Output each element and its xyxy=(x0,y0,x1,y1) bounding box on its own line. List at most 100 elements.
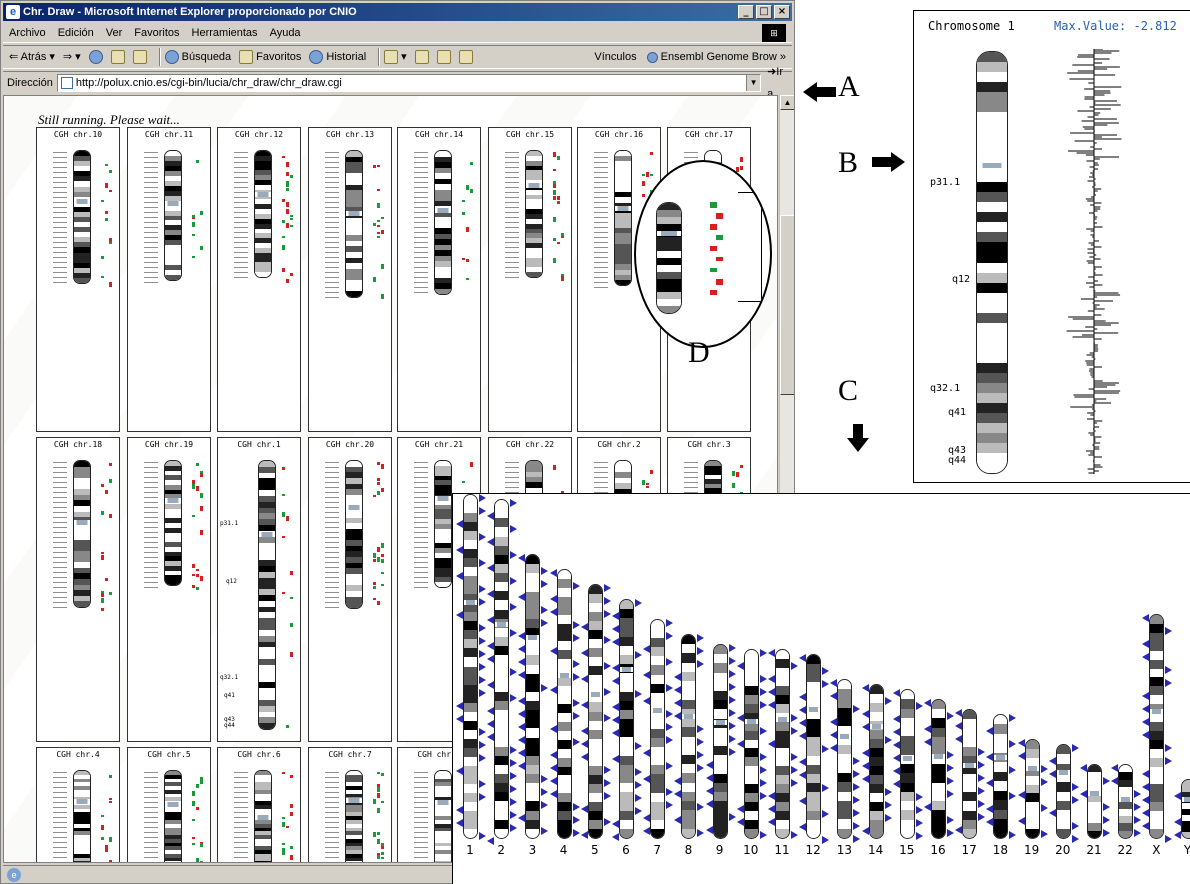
chromosome-band xyxy=(526,609,540,620)
karyogram-chromosome[interactable] xyxy=(962,709,978,839)
chromosome-band xyxy=(526,564,540,574)
karyogram-chromosome[interactable] xyxy=(650,619,666,839)
cgh-arrow-marker xyxy=(487,733,495,741)
search-button[interactable]: Búsqueda xyxy=(164,45,231,69)
address-dropdown-icon[interactable]: ▼ xyxy=(746,74,761,91)
chromosome-band xyxy=(435,519,451,525)
centromere xyxy=(1181,796,1190,802)
chromosome-band xyxy=(1119,765,1133,773)
chromosome-band xyxy=(657,203,681,211)
karyogram-chromosome[interactable] xyxy=(837,679,853,839)
mail-button[interactable]: ▾ xyxy=(384,45,407,69)
chromosome-panel[interactable]: CGH chr.18 xyxy=(36,437,120,742)
chromosome-panel[interactable]: CGH chr.13 xyxy=(308,127,392,432)
karyogram-chromosome[interactable] xyxy=(587,584,603,839)
chromosome-band xyxy=(165,245,181,251)
karyogram-chromosome[interactable] xyxy=(619,599,634,839)
chromosome-panel[interactable]: CGH chr.7 xyxy=(308,747,392,862)
menu-ver[interactable]: Ver xyxy=(105,27,123,39)
karyogram-chromosome[interactable] xyxy=(868,684,884,839)
scroll-up-button[interactable]: ▲ xyxy=(780,95,794,110)
discuss-button[interactable] xyxy=(458,50,473,64)
chromosome-panel[interactable]: CGH chr.12 xyxy=(217,127,301,432)
back-button[interactable]: ⇐ Atrás ▾ xyxy=(9,45,55,69)
cgh-arrow-marker xyxy=(1165,627,1173,635)
chromosome-panel[interactable]: CGH chr.6 xyxy=(217,747,301,862)
stop-button[interactable] xyxy=(88,50,103,64)
karyogram-chromosome[interactable] xyxy=(556,569,572,839)
cgh-arrow-marker xyxy=(799,719,807,727)
chromosome-band xyxy=(682,681,696,691)
chromosome-band xyxy=(557,695,571,705)
print-button[interactable] xyxy=(414,50,429,64)
karyogram-chromosome[interactable] xyxy=(775,649,790,839)
karyogram-chromosome[interactable] xyxy=(899,689,915,839)
karyogram-chromosome[interactable] xyxy=(931,699,946,839)
chromosome-band xyxy=(464,702,477,713)
close-button[interactable]: × xyxy=(774,5,790,19)
chromosome-panel[interactable]: CGH chr.21 xyxy=(397,437,481,742)
chromosome-panel[interactable]: CGH chr.10 xyxy=(36,127,120,432)
menu-herramientas[interactable]: Herramientas xyxy=(191,27,258,39)
home-button[interactable] xyxy=(132,50,147,64)
chromosome-band xyxy=(713,764,727,775)
karyogram-chromosome[interactable] xyxy=(1149,614,1165,839)
chromosome-band xyxy=(615,259,631,265)
history-button[interactable]: Historial xyxy=(309,45,366,69)
minimize-button[interactable]: _ xyxy=(738,5,754,19)
maximize-button[interactable]: □ xyxy=(756,5,772,19)
chromosome-band xyxy=(495,810,509,821)
edit-button[interactable] xyxy=(436,50,451,64)
karyogram-chromosome[interactable] xyxy=(743,649,759,839)
chromosome-panel[interactable]: CGH chr.5 xyxy=(127,747,211,862)
karyogram-chromosome[interactable] xyxy=(712,644,728,839)
chromosome-panel[interactable]: CGH chr.20 xyxy=(308,437,392,742)
chromosome-band xyxy=(838,754,852,765)
menu-edicion[interactable]: Edición xyxy=(57,27,94,39)
karyogram-chromosome[interactable] xyxy=(1087,764,1102,839)
refresh-button[interactable] xyxy=(110,50,125,64)
links-label[interactable]: Vínculos xyxy=(594,51,637,63)
karyogram-chromosome[interactable] xyxy=(681,634,697,839)
chromosome-panel[interactable]: CGH chr.19 xyxy=(127,437,211,742)
karyogram-chromosome[interactable] xyxy=(993,714,1009,839)
cgh-mark xyxy=(381,856,384,859)
chromosome-band xyxy=(977,112,1007,123)
forward-button[interactable]: ⇒ ▾ xyxy=(63,45,81,69)
ensembl-link[interactable]: Ensembl Genome Brow » xyxy=(646,45,786,69)
karyogram-chromosome[interactable] xyxy=(806,654,822,839)
karyogram-chromosome[interactable] xyxy=(494,499,510,839)
cgh-arrow-marker xyxy=(643,775,651,783)
page-icon xyxy=(60,76,73,89)
karyogram-chromosome[interactable] xyxy=(463,494,478,839)
menu-favoritos[interactable]: Favoritos xyxy=(134,27,180,39)
menu-ayuda[interactable]: Ayuda xyxy=(269,27,301,39)
karyogram-chromosome[interactable] xyxy=(1180,779,1190,839)
chromosome-panel[interactable]: CGH chr.11 xyxy=(127,127,211,432)
karyogram-chromosome[interactable] xyxy=(525,554,541,839)
menu-archivo[interactable]: Archivo xyxy=(9,27,46,39)
favorites-button[interactable]: Favoritos xyxy=(239,45,301,69)
chromosome-band xyxy=(776,658,789,669)
title-bar[interactable]: e Chr. Draw - Microsoft Internet Explore… xyxy=(3,3,792,21)
cgh-mark xyxy=(466,184,469,190)
cgh-mark xyxy=(109,592,112,596)
go-button[interactable]: ➜Ir a xyxy=(767,65,784,100)
chromosome-panel[interactable]: CGH chr.14 xyxy=(397,127,481,432)
chromosome-band xyxy=(713,828,727,838)
chromosome-panel[interactable]: CGH chr.15 xyxy=(488,127,572,432)
scroll-thumb[interactable] xyxy=(780,215,794,395)
chromosome-band xyxy=(346,591,362,598)
chromosome-band xyxy=(838,763,852,774)
chromosome-band xyxy=(977,82,1007,93)
more-links-icon[interactable]: » xyxy=(779,51,786,63)
karyogram-chromosome[interactable] xyxy=(1024,739,1040,839)
karyogram-chromosome[interactable] xyxy=(1118,764,1134,839)
chromosome-band xyxy=(165,546,181,553)
karyogram-chromosome[interactable] xyxy=(1055,744,1071,839)
cgh-mark xyxy=(290,774,293,778)
cgh-mark xyxy=(192,791,195,797)
address-input[interactable]: http://polux.cnio.es/cgi-bin/lucia/chr_d… xyxy=(56,73,762,92)
chromosome-panel[interactable]: CGH chr.4 xyxy=(36,747,120,862)
